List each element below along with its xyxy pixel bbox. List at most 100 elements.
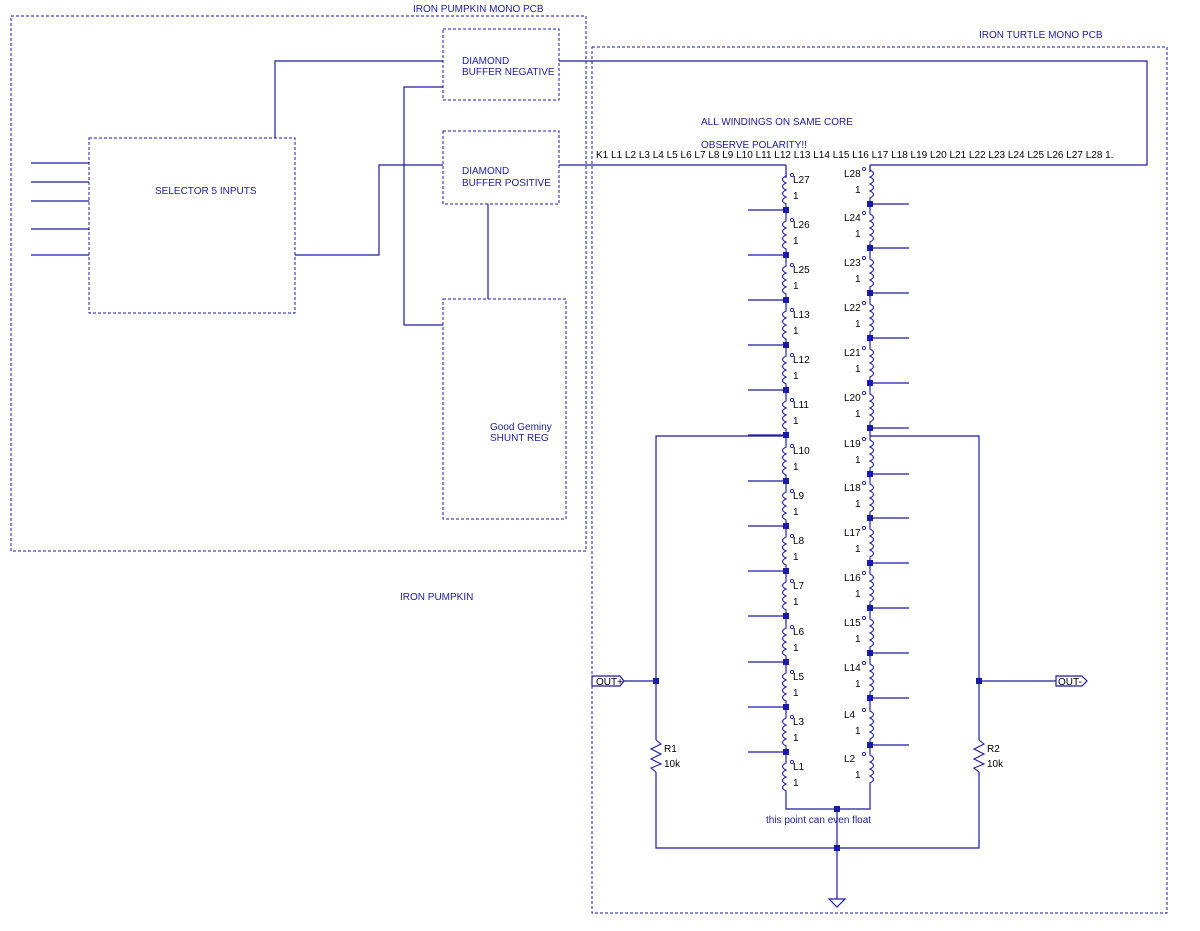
tap-junction xyxy=(783,432,789,438)
tap-junction xyxy=(783,568,789,574)
coil-name: L19 xyxy=(844,439,861,450)
iron-turtle-pcb-title: IRON TURTLE MONO PCB xyxy=(979,30,1103,41)
buffer-negative-line1: DIAMOND xyxy=(462,56,509,67)
coil-value: 1 xyxy=(793,507,799,518)
coil-value: 1 xyxy=(855,544,861,555)
r1-value: 10k xyxy=(664,759,681,770)
coil-name: L9 xyxy=(793,491,805,502)
tap-junction xyxy=(867,695,873,701)
tap-junction xyxy=(783,297,789,303)
tap-junction xyxy=(867,650,873,656)
tap-junction xyxy=(867,245,873,251)
buffer-positive-line1: DIAMOND xyxy=(462,166,509,177)
tap-junction xyxy=(783,207,789,213)
coil-value: 1 xyxy=(793,236,799,247)
coil-name: L16 xyxy=(844,573,861,584)
coil-name: L2 xyxy=(844,754,856,765)
coil-value: 1 xyxy=(855,229,861,240)
shunt-reg-line1: Good Geminy xyxy=(490,422,552,433)
out-plus-label: OUT+ xyxy=(596,677,623,688)
tap-junction xyxy=(867,471,873,477)
tap-junction xyxy=(783,387,789,393)
coil-name: L12 xyxy=(793,355,810,366)
coil-l8: L81 xyxy=(781,533,805,567)
tap-junction xyxy=(867,605,873,611)
tap-junction xyxy=(867,425,873,431)
coil-value: 1 xyxy=(855,364,861,375)
selector-block xyxy=(88,137,296,314)
right-winding-stack: L281L241L231L221L211L201L191L181L171L161… xyxy=(844,166,909,793)
coil-value: 1 xyxy=(793,281,799,292)
coil-value: 1 xyxy=(855,726,861,737)
tap-junction xyxy=(783,613,789,619)
tap-junction xyxy=(867,742,873,748)
shunt-reg-block xyxy=(442,298,567,520)
coil-name: L26 xyxy=(793,220,810,231)
coil-name: L5 xyxy=(793,672,805,683)
coil-value: 1 xyxy=(793,552,799,563)
tap-junction xyxy=(783,659,789,665)
block-interconnect-wires xyxy=(274,60,1148,326)
same-core-note: ALL WINDINGS ON SAME CORE xyxy=(701,117,853,128)
coil-l5: L51 xyxy=(781,669,805,703)
out-minus-label: OUT- xyxy=(1058,677,1082,688)
coil-name: L10 xyxy=(793,446,810,457)
coil-value: 1 xyxy=(793,688,799,699)
tap-junction xyxy=(867,515,873,521)
r1-name: R1 xyxy=(664,744,677,755)
coil-value: 1 xyxy=(855,185,861,196)
tap-junction xyxy=(867,335,873,341)
coil-name: L21 xyxy=(844,348,861,359)
coil-name: L14 xyxy=(844,663,861,674)
coil-l6: L61 xyxy=(781,624,805,658)
ground-icon xyxy=(827,898,847,908)
r1-resistor-symbol xyxy=(649,739,663,773)
ground-junction xyxy=(834,845,840,851)
out-plus-port[interactable]: OUT+ xyxy=(591,675,625,688)
coil-name: L28 xyxy=(844,169,861,180)
out-minus-port[interactable]: OUT- xyxy=(1055,675,1088,688)
coil-value: 1 xyxy=(793,326,799,337)
coil-value: 1 xyxy=(855,770,861,781)
buffer-negative-block xyxy=(442,28,560,101)
coil-name: L4 xyxy=(844,710,856,721)
coil-name: L3 xyxy=(793,717,805,728)
r2-resistor-symbol xyxy=(972,739,986,773)
coil-value: 1 xyxy=(793,462,799,473)
tap-junction xyxy=(783,478,789,484)
iron-pumpkin-label: IRON PUMPKIN xyxy=(400,592,473,603)
coil-l3: L31 xyxy=(781,714,805,748)
coil-name: L22 xyxy=(844,303,861,314)
iron-turtle-pcb-box xyxy=(591,46,1168,914)
r2-name: R2 xyxy=(987,744,1000,755)
selector-input-wires xyxy=(31,162,89,256)
coil-name: L6 xyxy=(793,627,805,638)
center-tap-junction xyxy=(834,806,840,812)
coupling-statement: K1 L1 L2 L3 L4 L5 L6 L7 L8 L9 L10 L11 L1… xyxy=(596,150,1114,161)
r2-value: 10k xyxy=(987,759,1004,770)
coil-name: L23 xyxy=(844,258,861,269)
left-winding-stack: L271L261L251L131L121L111L101L91L81L71L61… xyxy=(748,172,810,793)
coil-l9: L91 xyxy=(781,488,805,522)
coil-name: L1 xyxy=(793,762,805,773)
coil-name: L20 xyxy=(844,393,861,404)
tap-junction xyxy=(867,380,873,386)
tap-junction xyxy=(783,342,789,348)
iron-pumpkin-pcb-box xyxy=(10,15,587,552)
coil-value: 1 xyxy=(855,455,861,466)
